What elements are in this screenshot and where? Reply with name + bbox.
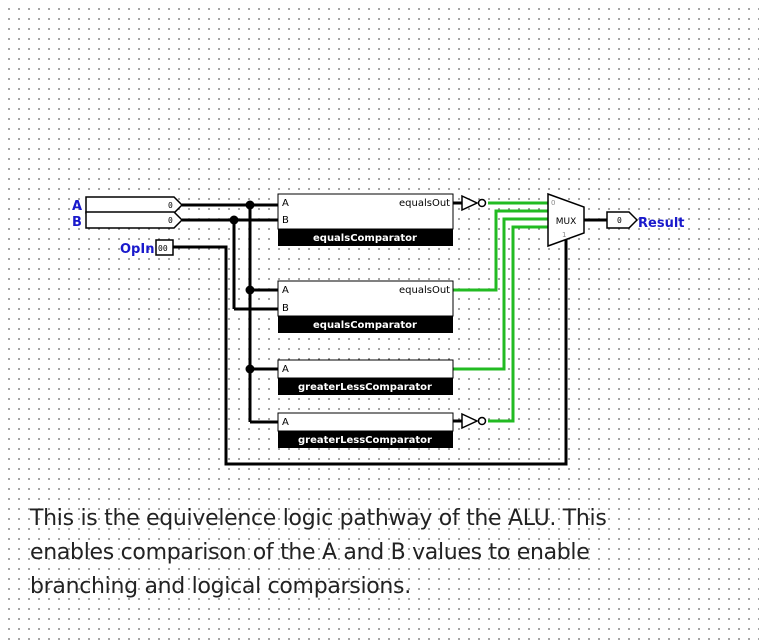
output-pin-result-label: Result xyxy=(638,216,685,231)
comparator-1-title: equalsComparator xyxy=(313,233,417,244)
comparator-2-port-b: B xyxy=(282,303,289,314)
comparator-1-output-label: equalsOut xyxy=(399,198,450,209)
multiplexer[interactable]: MUX 0 1 xyxy=(547,192,585,248)
green-wires xyxy=(453,201,548,423)
mux-input-0-mark: 0 xyxy=(551,199,555,207)
input-pin-b-label: B xyxy=(72,215,82,230)
greater-less-comparator-2[interactable]: A greaterLessComparator xyxy=(277,412,454,448)
comparator-2-output-label: equalsOut xyxy=(399,285,450,296)
comparator-3-port-a: A xyxy=(282,364,289,375)
equals-comparator-1[interactable]: A B equalsOut equalsComparator xyxy=(277,193,454,246)
description-line-3: branching and logical comparsions. xyxy=(30,574,411,599)
equals-comparator-2[interactable]: A B equalsOut equalsComparator xyxy=(277,280,454,333)
input-pin-a-value: 0 xyxy=(168,201,173,210)
comparator-2-port-a: A xyxy=(282,285,289,296)
black-wires xyxy=(173,201,607,466)
not-gate-1[interactable] xyxy=(461,194,487,212)
input-pin-b-value: 0 xyxy=(168,216,173,225)
input-pin-opin[interactable]: 00 xyxy=(155,239,174,256)
junction-dots xyxy=(229,200,255,374)
description-line-1: This is the equivelence logic pathway of… xyxy=(30,506,607,531)
output-pin-result-value: 0 xyxy=(617,216,622,225)
mux-label: MUX xyxy=(556,217,577,227)
description-line-2: enables comparison of the A and B values… xyxy=(30,540,590,565)
input-pin-a-label: A xyxy=(72,199,82,214)
input-pin-b[interactable]: 0 xyxy=(85,211,184,229)
comparator-2-title: equalsComparator xyxy=(313,320,417,331)
comparator-3-title: greaterLessComparator xyxy=(298,382,432,393)
output-pin-result[interactable]: 0 xyxy=(606,211,639,229)
comparator-4-title: greaterLessComparator xyxy=(298,435,432,446)
greater-less-comparator-1[interactable]: A greaterLessComparator xyxy=(277,359,454,395)
description-text: This is the equivelence logic pathway of… xyxy=(30,502,730,604)
input-pin-opin-value: 00 xyxy=(158,244,168,253)
input-pin-a[interactable]: 0 xyxy=(85,196,184,214)
mux-select-mark: 1 xyxy=(562,231,566,239)
not-gate-2[interactable] xyxy=(461,412,487,430)
comparator-1-port-b: B xyxy=(282,215,289,226)
comparator-4-port-a: A xyxy=(282,417,289,428)
comparator-1-port-a: A xyxy=(282,198,289,209)
input-pin-opin-label: OpIn xyxy=(120,242,154,257)
